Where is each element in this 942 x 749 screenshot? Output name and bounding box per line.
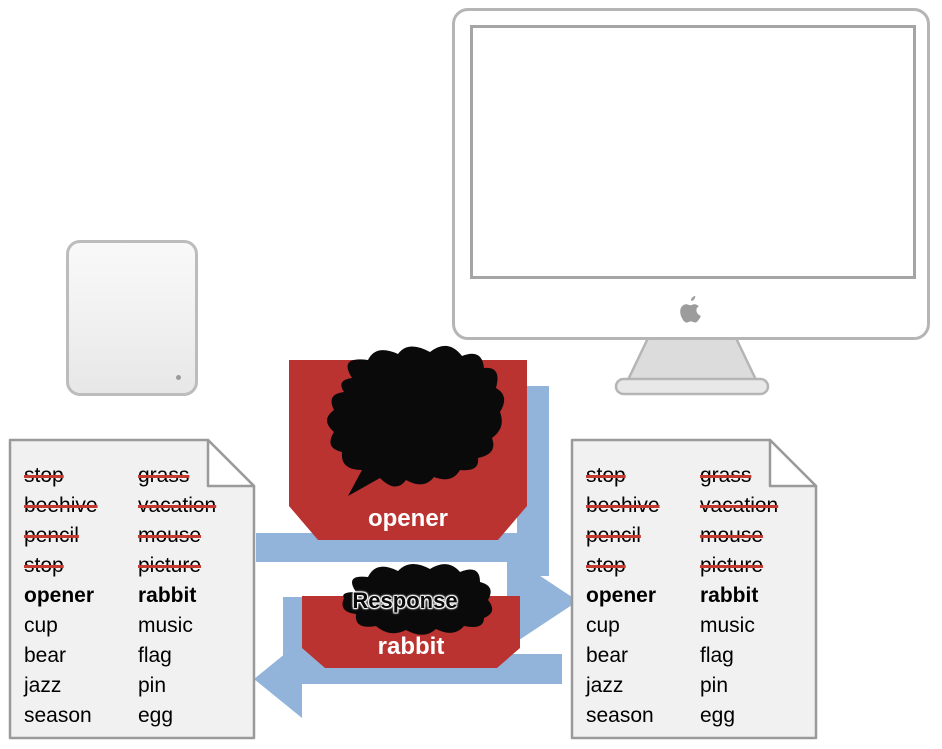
word-column-1: stop beehive pencil stop opener cup bear… — [24, 461, 98, 731]
password-word: pencil — [586, 524, 641, 547]
password-word: egg — [700, 704, 736, 727]
password-word: flag — [138, 644, 172, 667]
password-word: flag — [700, 644, 734, 667]
password-word: cup — [586, 614, 620, 637]
password-word: stop — [24, 464, 64, 487]
password-word: season — [586, 704, 654, 727]
document-outline — [8, 438, 256, 740]
challenge-word-label: opener — [367, 505, 448, 532]
response-arrow-head — [254, 640, 302, 718]
document-fold-corner — [206, 438, 256, 488]
password-word: beehive — [586, 494, 660, 517]
document-outline — [570, 438, 818, 740]
password-word: jazz — [586, 674, 624, 697]
challenge-burst — [327, 345, 505, 496]
word-column-2: grass vacation mouse picture rabbit musi… — [138, 461, 216, 731]
password-word: picture — [700, 554, 764, 577]
imac-computer — [452, 8, 930, 340]
password-word: jazz — [24, 674, 62, 697]
device-indicator-light — [176, 375, 181, 380]
password-word: pin — [138, 674, 167, 697]
password-word: cup — [24, 614, 58, 637]
password-word: pin — [700, 674, 729, 697]
password-word: opener — [586, 584, 657, 607]
imac-stand-base — [614, 377, 770, 396]
password-word: opener — [24, 584, 95, 607]
password-word: mouse — [138, 524, 202, 547]
response-burst — [342, 563, 493, 635]
imac-screen — [470, 25, 916, 279]
apple-logo-icon — [680, 296, 701, 323]
password-word: vacation — [700, 494, 779, 517]
document-body — [570, 438, 818, 740]
password-word: stop — [24, 554, 64, 577]
password-list-document-right: stop beehive pencil stop opener cup bear… — [570, 438, 818, 740]
password-word: vacation — [138, 494, 217, 517]
password-word: beehive — [24, 494, 98, 517]
password-word: bear — [586, 644, 629, 667]
word-column-1: stop beehive pencil stop opener cup bear… — [586, 461, 660, 731]
password-list-document-left: stop beehive pencil stop opener cup bear… — [8, 438, 256, 740]
word-column-2: grass vacation mouse picture rabbit musi… — [700, 461, 778, 731]
storage-device — [66, 240, 198, 396]
response-word-label: rabbit — [377, 633, 445, 660]
password-word: stop — [586, 554, 626, 577]
password-word: bear — [24, 644, 67, 667]
password-word: egg — [138, 704, 174, 727]
response-burst-label: Response — [352, 588, 458, 613]
password-word: grass — [138, 464, 190, 487]
password-word: stop — [586, 464, 626, 487]
password-word: mouse — [700, 524, 764, 547]
password-word: grass — [700, 464, 752, 487]
password-word: rabbit — [700, 584, 759, 607]
password-word: pencil — [24, 524, 79, 547]
password-word: season — [24, 704, 92, 727]
password-word: music — [138, 614, 193, 637]
password-word: rabbit — [138, 584, 197, 607]
password-word: picture — [138, 554, 202, 577]
challenge-arrow-head — [507, 554, 578, 648]
document-fold-corner — [768, 438, 818, 488]
password-word: music — [700, 614, 755, 637]
document-body — [8, 438, 256, 740]
